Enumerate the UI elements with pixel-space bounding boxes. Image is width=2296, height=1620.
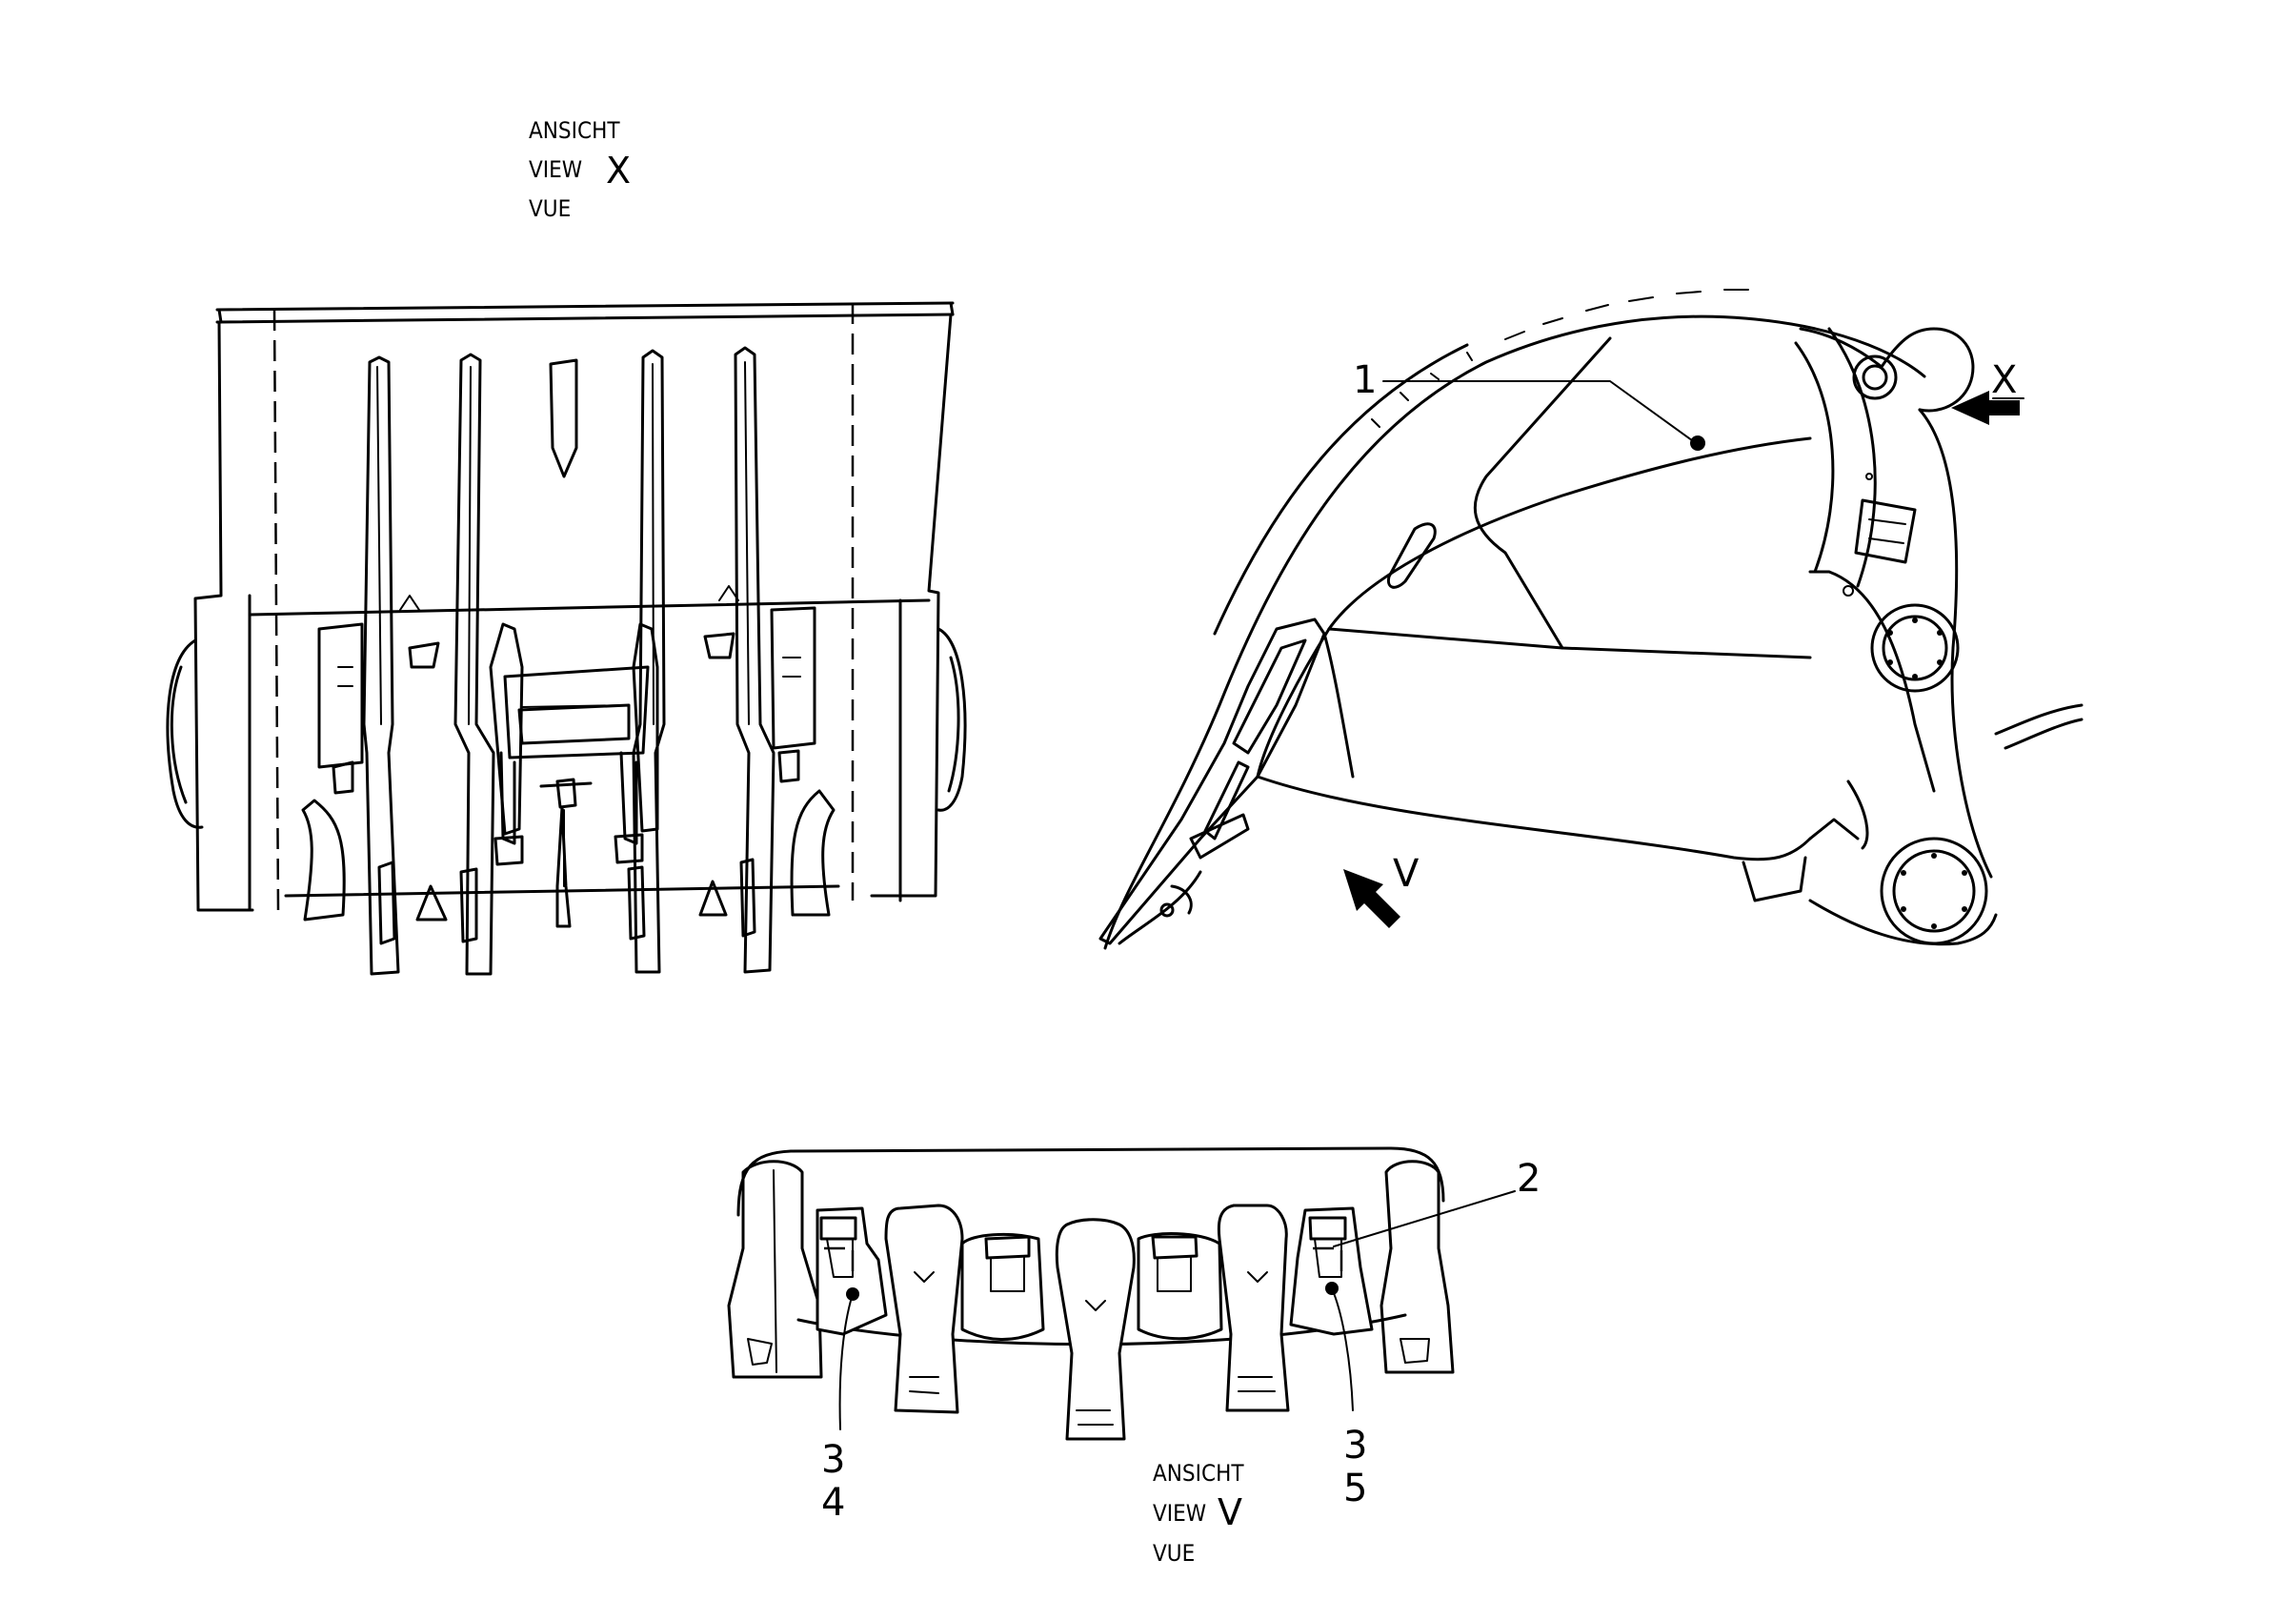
tooth-center: [1055, 1218, 1136, 1441]
view-x-caption-line3: VUE: [529, 195, 571, 222]
pivot-boss-upper: [1870, 603, 1960, 693]
view-v-caption-letter: V: [1218, 1491, 1242, 1533]
adapter-left: [816, 1206, 888, 1336]
view-x-caption-line1: ANSICHT: [529, 117, 620, 144]
view-x-caption-line2: VIEW: [529, 156, 582, 183]
callout-3b-number: 3: [1343, 1424, 1367, 1468]
tine-3: [632, 349, 666, 974]
view-arrow-v: V: [1343, 852, 1420, 928]
adapter-center-left: [960, 1232, 1045, 1341]
side-view-bucket: [1098, 289, 2084, 950]
tine-2: [453, 353, 495, 976]
pivot-boss-lower: [1880, 837, 1988, 945]
callout-3-4: 3 4: [821, 1287, 859, 1525]
callout-1-number: 1: [1353, 358, 1377, 402]
teeth-view-bucket-edge: [727, 1146, 1455, 1441]
callout-5-number: 5: [1343, 1467, 1367, 1510]
callout-2-number: 2: [1517, 1157, 1541, 1201]
center-point: [549, 358, 578, 478]
view-v-caption-line3: VUE: [1153, 1540, 1195, 1567]
tine-1: [362, 355, 400, 976]
view-x-caption: ANSICHT VIEW VUE X: [529, 117, 631, 222]
callout-2: 2: [1333, 1157, 1541, 1247]
view-v-caption-line1: ANSICHT: [1153, 1460, 1244, 1487]
front-view-bucket: [166, 301, 967, 976]
view-v-caption-line2: VIEW: [1153, 1500, 1206, 1527]
tooth-1: [884, 1204, 964, 1414]
view-arrow-x-label: X: [1991, 358, 2017, 402]
callout-4-number: 4: [821, 1481, 845, 1525]
callout-3-5: 3 5: [1325, 1282, 1367, 1510]
adapter-center-right: [1137, 1232, 1223, 1341]
callout-1: 1: [1353, 358, 1705, 451]
tooth-2: [1217, 1204, 1290, 1412]
view-arrow-v-label: V: [1393, 852, 1420, 896]
view-v-caption: ANSICHT VIEW VUE V: [1153, 1460, 1244, 1567]
tine-4: [734, 346, 775, 974]
view-arrow-x: X: [1951, 358, 2024, 425]
callout-3a-number: 3: [821, 1438, 845, 1482]
view-x-caption-letter: X: [606, 150, 631, 192]
adapter-right: [1289, 1206, 1374, 1336]
